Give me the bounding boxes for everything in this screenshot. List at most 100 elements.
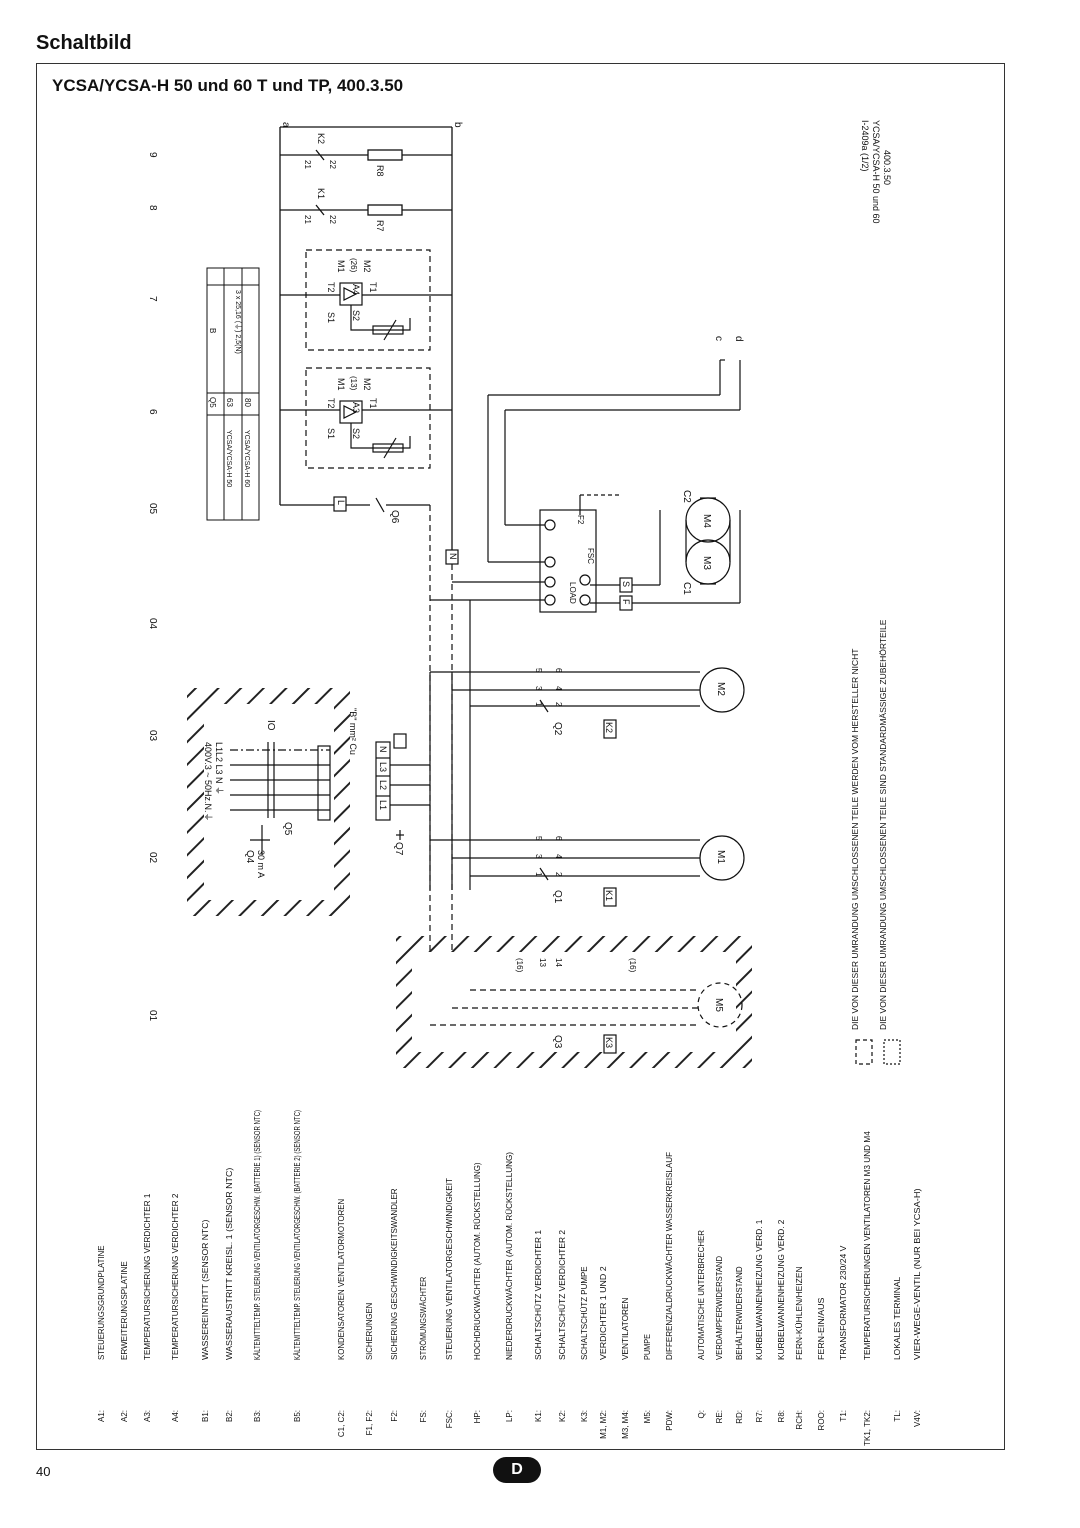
legend-text: VIER-WEGE-VENTIL (NUR BEI YCSA-H) <box>913 1188 922 1360</box>
fuse-table-model: YCSA/YCSA-H 60 <box>243 430 250 487</box>
column-number: 03 <box>147 730 158 742</box>
column-number: 01 <box>147 1010 158 1022</box>
q1-label: Q1 <box>552 890 563 904</box>
fuse-table-q5: 80 <box>243 398 252 407</box>
pin-label: 6 <box>554 836 563 841</box>
m1-compressor-label: M1 <box>715 850 726 864</box>
t1-label: T1 <box>368 282 378 293</box>
legend-text: STRÖMUNGSWÄCHTER <box>419 1277 428 1360</box>
legend-text: DIFFERENZIALDRUCKWÄCHTER WASSERKREISLAUF <box>665 1152 674 1360</box>
m4-label: M4 <box>701 514 712 528</box>
k3-contactor-label: K3 <box>604 1037 614 1048</box>
heater-circuit <box>279 126 453 560</box>
legend-text: WASSEREINTRITT (SENSOR NTC) <box>201 1219 210 1360</box>
pin-label: 2 <box>554 702 563 707</box>
q4-label: Q4 <box>244 850 255 864</box>
fuse-table-col-q5: Q5 <box>208 397 217 408</box>
legend-code: RD: <box>735 1410 744 1424</box>
k2-label: K2 <box>316 133 326 144</box>
legend-code: TK1, TK2: <box>863 1410 872 1446</box>
column-number: 9 <box>147 152 158 158</box>
legend-code: K2: <box>558 1410 567 1422</box>
main-switch-q5 <box>230 742 331 855</box>
pin-label: 5 <box>534 668 543 673</box>
legend-code: C1, C2: <box>337 1410 346 1437</box>
legend-text: FERN-EIN/AUS <box>817 1298 826 1360</box>
m2-label: M2 <box>362 378 372 391</box>
boundary-note: DIE VON DIESER UMRANDUNG UMSCHLOSSENEN T… <box>850 649 860 1030</box>
legend-code: M3, M4: <box>621 1410 630 1439</box>
language-badge: D <box>493 1457 541 1483</box>
legend-text: KÄLTEMITTELTEMP. STEUERUNG VENTILATORGES… <box>293 1110 302 1360</box>
temperature-safeguards <box>280 249 452 469</box>
pin-label: 1 <box>534 702 543 707</box>
legend-text: VERDAMPFERWIDERSTAND <box>715 1256 724 1360</box>
legend-text: VERDICHTER 1 UND 2 <box>599 1266 608 1360</box>
legend-code: RE: <box>715 1410 724 1423</box>
legend-code: B1: <box>201 1410 210 1422</box>
terminal-d-label: d <box>733 336 744 342</box>
column-number: 02 <box>147 852 158 864</box>
t1-label: T1 <box>368 398 378 409</box>
contact-21-label: 21 <box>303 215 312 224</box>
s2-label: S2 <box>351 310 361 321</box>
m2-compressor-label: M2 <box>715 682 726 696</box>
m2-label: M2 <box>362 260 372 273</box>
legend-code: R8: <box>777 1410 786 1422</box>
t2-label: T2 <box>326 398 336 409</box>
q5-label: Q5 <box>282 822 293 836</box>
c2-label: C2 <box>681 490 692 503</box>
drawing-ref: 400.3.50 <box>882 150 892 185</box>
q6-label: Q6 <box>389 510 400 524</box>
column-number: 04 <box>147 618 158 630</box>
legend-text: BEHÄLTERWIDERSTAND <box>735 1266 744 1360</box>
legend-code: M5: <box>643 1410 652 1423</box>
l2-terminal: L2 <box>378 780 388 790</box>
contact-21-label: 21 <box>303 160 312 169</box>
l-terminal: L <box>336 500 346 505</box>
legend-code: TL: <box>893 1410 902 1422</box>
ref-16: (16) <box>628 958 637 973</box>
k2-contactor-label: K2 <box>604 722 614 733</box>
legend-text: VENTILATOREN <box>621 1297 630 1360</box>
column-number: 8 <box>147 205 158 211</box>
io-label: IO <box>265 720 276 731</box>
m1-label: M1 <box>336 378 346 391</box>
legend-code: T1: <box>839 1410 848 1422</box>
legend-text: SICHERUNG GESCHWINDIGKEITSWANDLER <box>390 1188 399 1360</box>
r7-label: R7 <box>375 220 385 232</box>
legend-code: A4: <box>171 1410 180 1422</box>
legend-code: Q: <box>697 1410 706 1418</box>
legend-text: KURBELWANNENHEIZUNG VERD. 2 <box>777 1219 786 1360</box>
legend-code: F2: <box>390 1410 399 1422</box>
legend: A1:STEUERUNGSGRUNDPLATINEA2:ERWEITERUNGS… <box>97 1110 922 1446</box>
a3-label: A3 <box>351 402 361 413</box>
s1-label: S1 <box>326 428 336 439</box>
supply-label: 400V.3 ~ 50Hz.N.⏚ <box>203 742 213 821</box>
terminal-c-label: c <box>713 336 724 341</box>
m1-label: M1 <box>336 260 346 273</box>
legend-code: M1, M2: <box>599 1410 608 1439</box>
legend-code: B2: <box>225 1410 234 1422</box>
pin-label: 14 <box>554 958 563 967</box>
pin-label: 4 <box>554 854 563 859</box>
legend-text: KURBELWANNENHEIZUNG VERD. 1 <box>755 1219 764 1360</box>
legend-text: NIEDERDRUCKWÄCHTER (AUTOM. RÜCKSTELLUNG) <box>505 1152 514 1360</box>
legend-text: STEUERUNG VENTILATORGESCHWINDIGKEIT <box>445 1178 454 1360</box>
legend-code: FS: <box>419 1410 428 1422</box>
fsc-label: FSC <box>586 548 595 564</box>
column-number: 05 <box>147 503 158 515</box>
f-terminal: F <box>621 599 631 605</box>
legend-text: KONDENSATOREN VENTILATORMOTOREN <box>337 1199 346 1360</box>
boundary-note-symbols <box>855 1039 901 1065</box>
legend-text: TEMPERATURSICHERUNG VERDICHTER 1 <box>143 1193 152 1360</box>
a4-label: A4 <box>351 284 361 295</box>
legend-code: K1: <box>534 1410 543 1422</box>
legend-text: WASSERAUSTRITT KREISL. 1 (SENSOR NTC) <box>225 1167 234 1360</box>
pin-label: 2 <box>554 872 563 877</box>
legend-code: HP: <box>473 1410 482 1423</box>
ref-13: (13) <box>349 376 358 391</box>
contact-22-label: 22 <box>328 160 337 169</box>
column-numbers: 9 8 7 6 05 04 03 02 01 <box>147 152 158 1022</box>
